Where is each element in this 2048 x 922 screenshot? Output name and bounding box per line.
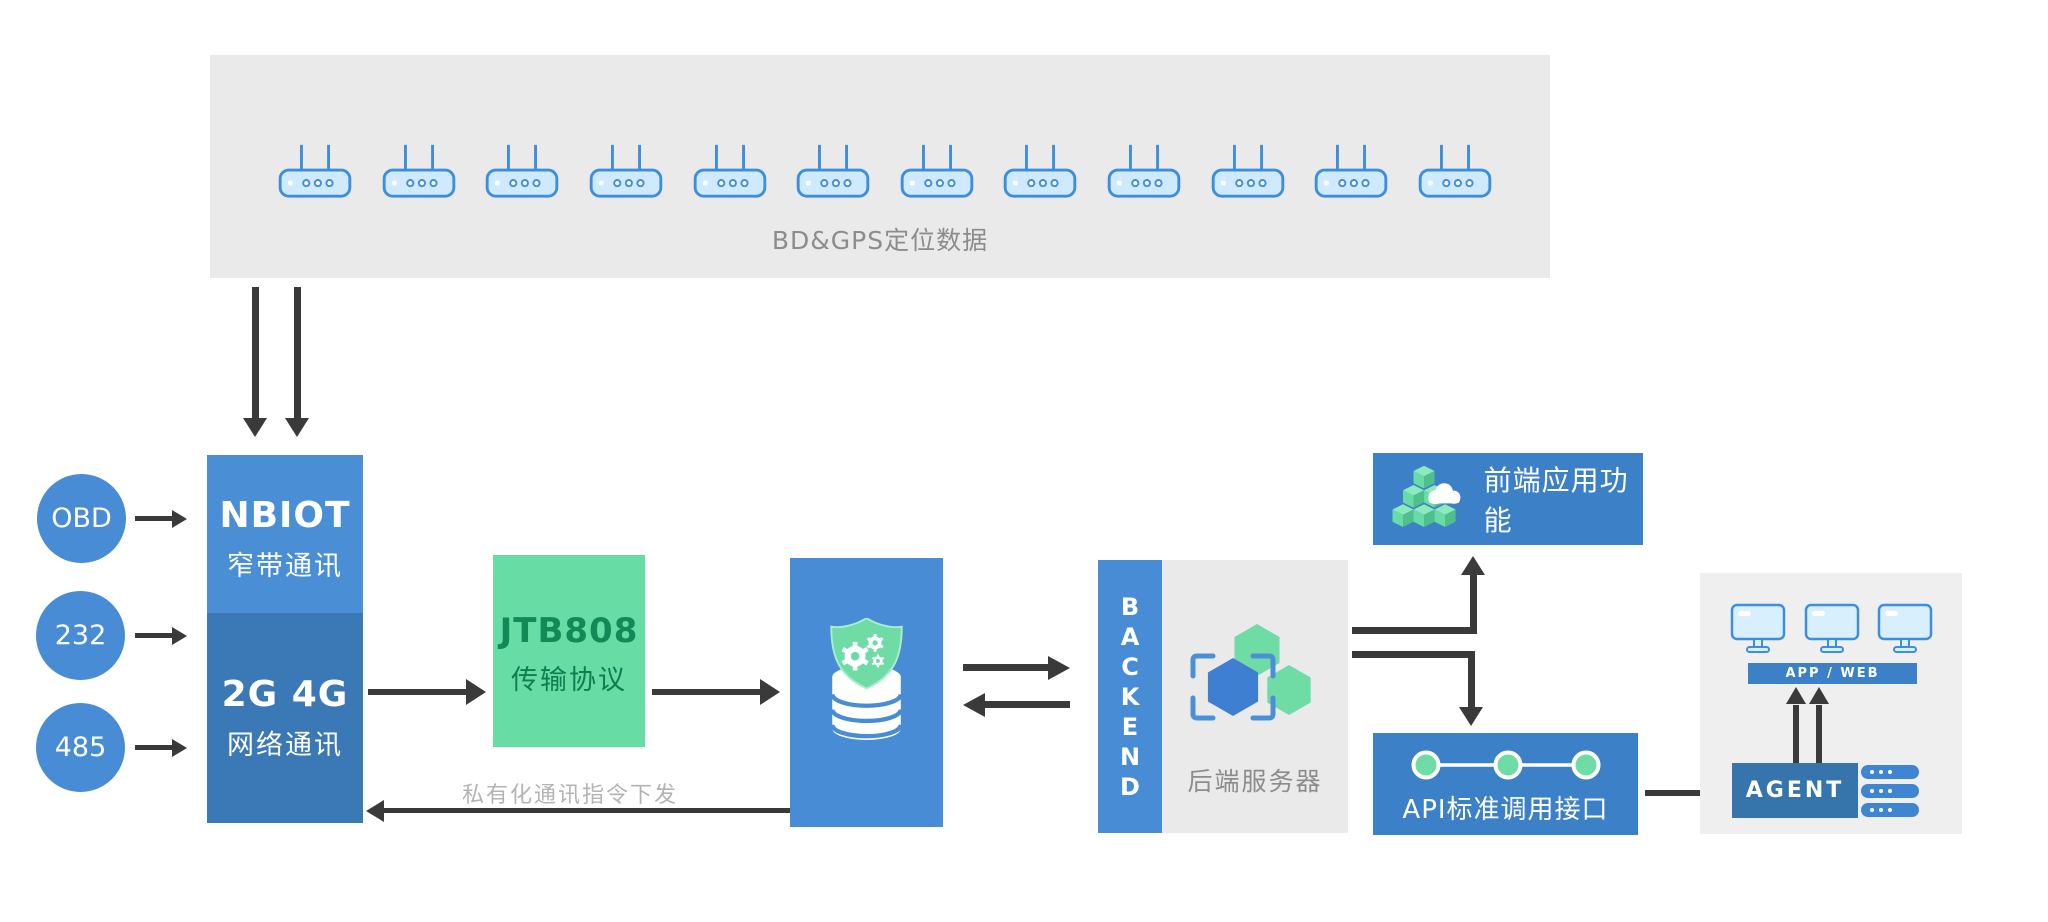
router-icon [1105,141,1183,205]
return-arrow-head [366,800,384,822]
cellular-section: 2G 4G 网络通讯 [207,613,363,823]
input-circle-485: 485 [36,703,125,792]
frontend-box: 前端应用功能 [1373,453,1643,545]
router-icon [1312,141,1390,205]
input-arrow-head [172,739,187,757]
router-icon [898,141,976,205]
backend-strip: BACKEND [1098,560,1162,833]
protocol-subtitle: 传输协议 [511,665,627,696]
nbiot-title: NBIOT [219,495,351,536]
agent-appweb-arrow-head [1809,687,1829,704]
backend-frontend-arrow-head [1461,556,1485,575]
gateway-protocol-arrow-head [466,679,486,705]
agent-appweb-arrow-head [1786,687,1806,704]
downlink-arrow-shaft [252,287,259,419]
input-arrow-shaft [135,633,172,638]
frontend-label: 前端应用功能 [1483,464,1629,537]
input-arrow-shaft [135,516,172,521]
return-arrow-shaft [384,808,790,813]
router-icon [1209,141,1287,205]
router-icon [276,141,354,205]
api-box: API标准调用接口 [1373,733,1638,835]
input-arrow-head [172,510,187,528]
client-panel: APP / WEB AGENT [1700,573,1962,834]
gateway-box: NBIOT 窄带通讯 2G 4G 网络通讯 [207,455,363,823]
server-stack-icon [1861,765,1919,779]
backend-api-arrow-shaft [1352,651,1468,658]
input-label: OBD [51,503,112,534]
nbiot-section: NBIOT 窄带通讯 [207,455,363,613]
backend-strip-label: BACKEND [1119,592,1141,801]
api-nodes-icon [1411,750,1600,780]
protocol-title: JTB808 [499,611,639,651]
app-web-bar: APP / WEB [1748,663,1917,684]
to-backend-arrow-head [1048,656,1070,680]
router-icon [1416,141,1494,205]
input-label: 232 [54,620,107,651]
cubes-cloud-icon [1392,465,1461,528]
router-icon [380,141,458,205]
downlink-arrow-head [243,418,267,437]
backend-server-label: 后端服务器 [1187,767,1323,796]
agent-appweb-arrow-shaft [1816,705,1822,763]
from-backend-arrow-shaft [985,701,1070,708]
input-arrow-head [172,627,187,645]
api-label: API标准调用接口 [1402,795,1609,825]
protocol-storage-arrow-head [760,679,780,705]
agent-box: AGENT [1732,763,1858,818]
from-backend-arrow-head [963,693,985,717]
to-backend-arrow-shaft [963,664,1048,671]
router-row [276,141,1494,205]
backend-server-box: 后端服务器 [1162,560,1348,833]
cellular-title: 2G 4G [221,674,349,715]
protocol-box: JTB808 传输协议 [493,555,645,747]
hexagon-cluster-icon [1190,624,1311,721]
backend-api-arrow-shaft [1468,651,1475,708]
backend-api-arrow-head [1459,707,1483,726]
gateway-protocol-arrow-shaft [368,689,466,695]
device-panel: BD&GPS定位数据 [210,55,1550,278]
nbiot-subtitle: 窄带通讯 [227,551,343,582]
input-circle-232: 232 [36,591,125,680]
device-panel-label: BD&GPS定位数据 [771,226,989,255]
cellular-subtitle: 网络通讯 [227,730,343,761]
router-icon [1001,141,1079,205]
protocol-storage-arrow-shaft [652,689,760,695]
downlink-command-label: 私有化通讯指令下发 [461,783,678,808]
router-icon [794,141,872,205]
router-icon [483,141,561,205]
monitor-icon [1730,603,1786,657]
secure-storage-box [790,558,943,827]
backend-frontend-arrow-shaft [1470,575,1477,634]
monitor-icon [1804,603,1860,657]
api-client-arrow-shaft [1645,790,1703,796]
backend-frontend-arrow-shaft [1352,627,1470,634]
input-arrow-shaft [135,745,172,750]
security-database-icon [830,618,903,740]
router-icon [691,141,769,205]
server-stack-icon [1861,803,1919,817]
downlink-arrow-head [285,418,309,437]
monitor-icon [1877,603,1933,657]
input-circle-obd: OBD [37,474,126,563]
input-label: 485 [54,732,107,763]
server-stack-icon [1861,784,1919,798]
router-icon [587,141,665,205]
downlink-arrow-shaft [294,287,301,419]
agent-appweb-arrow-shaft [1793,705,1799,763]
